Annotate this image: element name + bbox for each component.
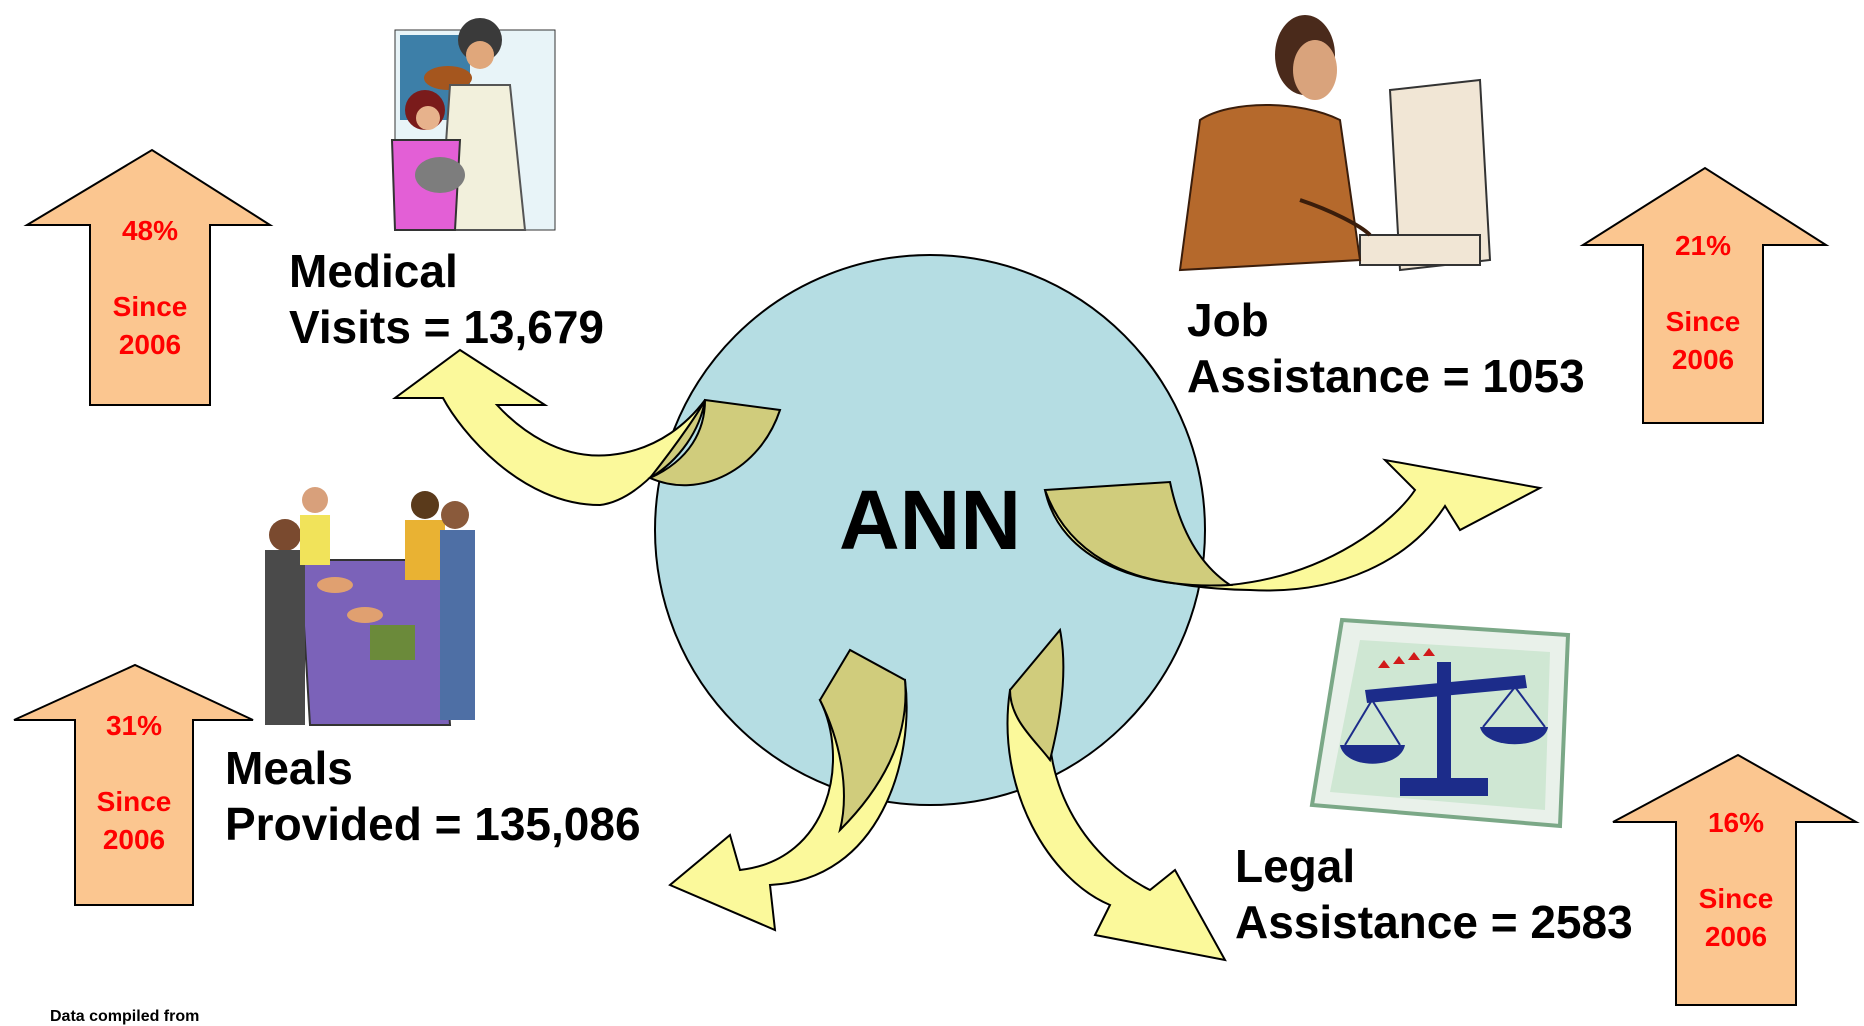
legal-label-line1: Legal bbox=[1235, 840, 1356, 892]
job-increase-arrow bbox=[1579, 166, 1830, 424]
medical-since-line2: 2006 bbox=[118, 329, 182, 360]
medical-increase-arrow bbox=[23, 148, 274, 406]
man-at-computer-clipart-icon bbox=[1178, 15, 1492, 272]
veterinarian-clipart-icon bbox=[390, 18, 556, 231]
legal-change-percent: 16% bbox=[1707, 807, 1765, 838]
job-assistance-label: Job Assistance = 1053 bbox=[1187, 292, 1585, 404]
data-source-footnote: Data compiled from bbox=[50, 1008, 200, 1025]
legal-label-line2: Assistance = 2583 bbox=[1235, 896, 1633, 948]
scales-of-justice-icon bbox=[1309, 617, 1571, 829]
job-change-percent: 21% bbox=[1674, 230, 1732, 261]
medical-label-line1: Medical bbox=[289, 245, 458, 297]
medical-curved-arrow bbox=[391, 348, 706, 507]
medical-label-line2: Visits = 13,679 bbox=[289, 301, 605, 353]
food-serving-line-clipart-icon bbox=[265, 487, 475, 726]
legal-since-line1: Since bbox=[1698, 883, 1774, 914]
meals-since-line2: 2006 bbox=[102, 824, 166, 855]
legal-curved-arrow bbox=[1006, 688, 1227, 962]
job-label-line2: Assistance = 1053 bbox=[1187, 350, 1585, 402]
medical-curved-arrow-shadow bbox=[647, 398, 782, 487]
job-change-text: 21% Since 2006 bbox=[1643, 227, 1763, 379]
meals-change-percent: 31% bbox=[105, 710, 163, 741]
meals-label-line2: Provided = 135,086 bbox=[225, 798, 641, 850]
job-label-line1: Job bbox=[1187, 294, 1269, 346]
meals-curved-arrow-shadow bbox=[818, 648, 907, 834]
meals-increase-arrow bbox=[13, 663, 254, 906]
meals-change-text: 31% Since 2006 bbox=[75, 707, 193, 859]
legal-since-line2: 2006 bbox=[1704, 921, 1768, 952]
legal-increase-arrow bbox=[1612, 753, 1860, 1006]
job-since-line2: 2006 bbox=[1671, 344, 1735, 375]
medical-visits-label: Medical Visits = 13,679 bbox=[289, 243, 604, 355]
legal-change-text: 16% Since 2006 bbox=[1676, 804, 1796, 956]
medical-since-line1: Since bbox=[112, 291, 188, 322]
job-curved-arrow-shadow bbox=[1043, 480, 1234, 587]
meals-since-line1: Since bbox=[96, 786, 172, 817]
meals-label-line1: Meals bbox=[225, 742, 353, 794]
legal-curved-arrow-shadow bbox=[1008, 627, 1065, 763]
medical-change-percent: 48% bbox=[121, 215, 179, 246]
center-label: ANN bbox=[839, 473, 1021, 567]
medical-change-text: 48% Since 2006 bbox=[90, 212, 210, 364]
legal-assistance-label: Legal Assistance = 2583 bbox=[1235, 838, 1633, 950]
meals-provided-label: Meals Provided = 135,086 bbox=[225, 740, 641, 852]
center-circle bbox=[654, 254, 1206, 806]
job-since-line1: Since bbox=[1665, 306, 1741, 337]
